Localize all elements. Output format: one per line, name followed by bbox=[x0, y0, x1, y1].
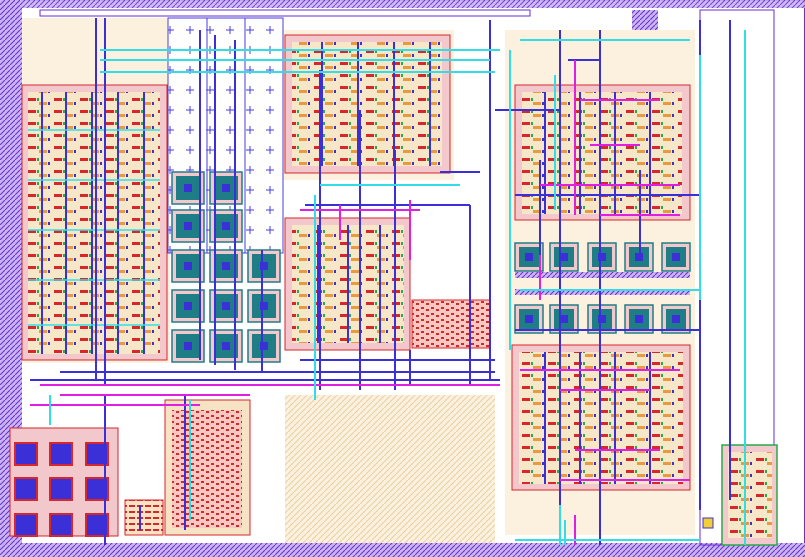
via-pad bbox=[171, 289, 205, 323]
via-pad bbox=[661, 242, 691, 272]
via-pad bbox=[661, 304, 691, 334]
capacitor-cell bbox=[85, 442, 109, 466]
pad-row-bus-top bbox=[515, 272, 690, 278]
capacitor-cell bbox=[85, 513, 109, 537]
metal2-routing bbox=[30, 60, 690, 545]
via-pad bbox=[171, 249, 205, 283]
capacitor-cell bbox=[49, 477, 73, 501]
capacitor-grid-bottom-left bbox=[9, 427, 119, 537]
via-pad bbox=[587, 304, 617, 334]
via-pad bbox=[247, 329, 281, 363]
via-pad bbox=[171, 209, 205, 243]
pad-row-bus-bottom bbox=[515, 289, 690, 295]
metal3-routing bbox=[49, 30, 746, 545]
via-pad bbox=[587, 242, 617, 272]
nwell-bottom-region bbox=[285, 395, 495, 543]
via-pad bbox=[247, 289, 281, 323]
capacitor-cell bbox=[14, 442, 38, 466]
via-pad bbox=[549, 304, 579, 334]
capacitor-cell bbox=[85, 477, 109, 501]
metal1-routing bbox=[30, 18, 731, 545]
via-pad bbox=[514, 304, 544, 334]
transistor-array-mid-center bbox=[284, 217, 411, 351]
capacitor-cell bbox=[14, 477, 38, 501]
capacitor-cell bbox=[14, 513, 38, 537]
resistor-block-bottom bbox=[124, 399, 251, 536]
via-pad-row-right-bottom bbox=[514, 304, 691, 334]
transistor-array-left bbox=[21, 84, 168, 361]
top-power-rail bbox=[22, 0, 805, 8]
capacitor-cell bbox=[49, 442, 73, 466]
transistor-array-top-center bbox=[284, 34, 451, 174]
small-cell-bottom-right bbox=[702, 444, 778, 546]
left-power-rail bbox=[0, 0, 22, 557]
top-inner-rail bbox=[39, 9, 531, 17]
via-pad bbox=[247, 249, 281, 283]
top-pad-marker bbox=[632, 10, 658, 32]
via-pad bbox=[171, 329, 205, 363]
resistor-block-mid bbox=[411, 299, 491, 349]
via-pad-row-right-top bbox=[514, 242, 691, 272]
via-pad bbox=[514, 242, 544, 272]
via-pad bbox=[171, 171, 205, 205]
via-pad bbox=[624, 304, 654, 334]
via-pad bbox=[549, 242, 579, 272]
capacitor-cell bbox=[49, 513, 73, 537]
transistor-array-right-top bbox=[514, 84, 691, 221]
bottom-power-rail bbox=[22, 543, 805, 557]
